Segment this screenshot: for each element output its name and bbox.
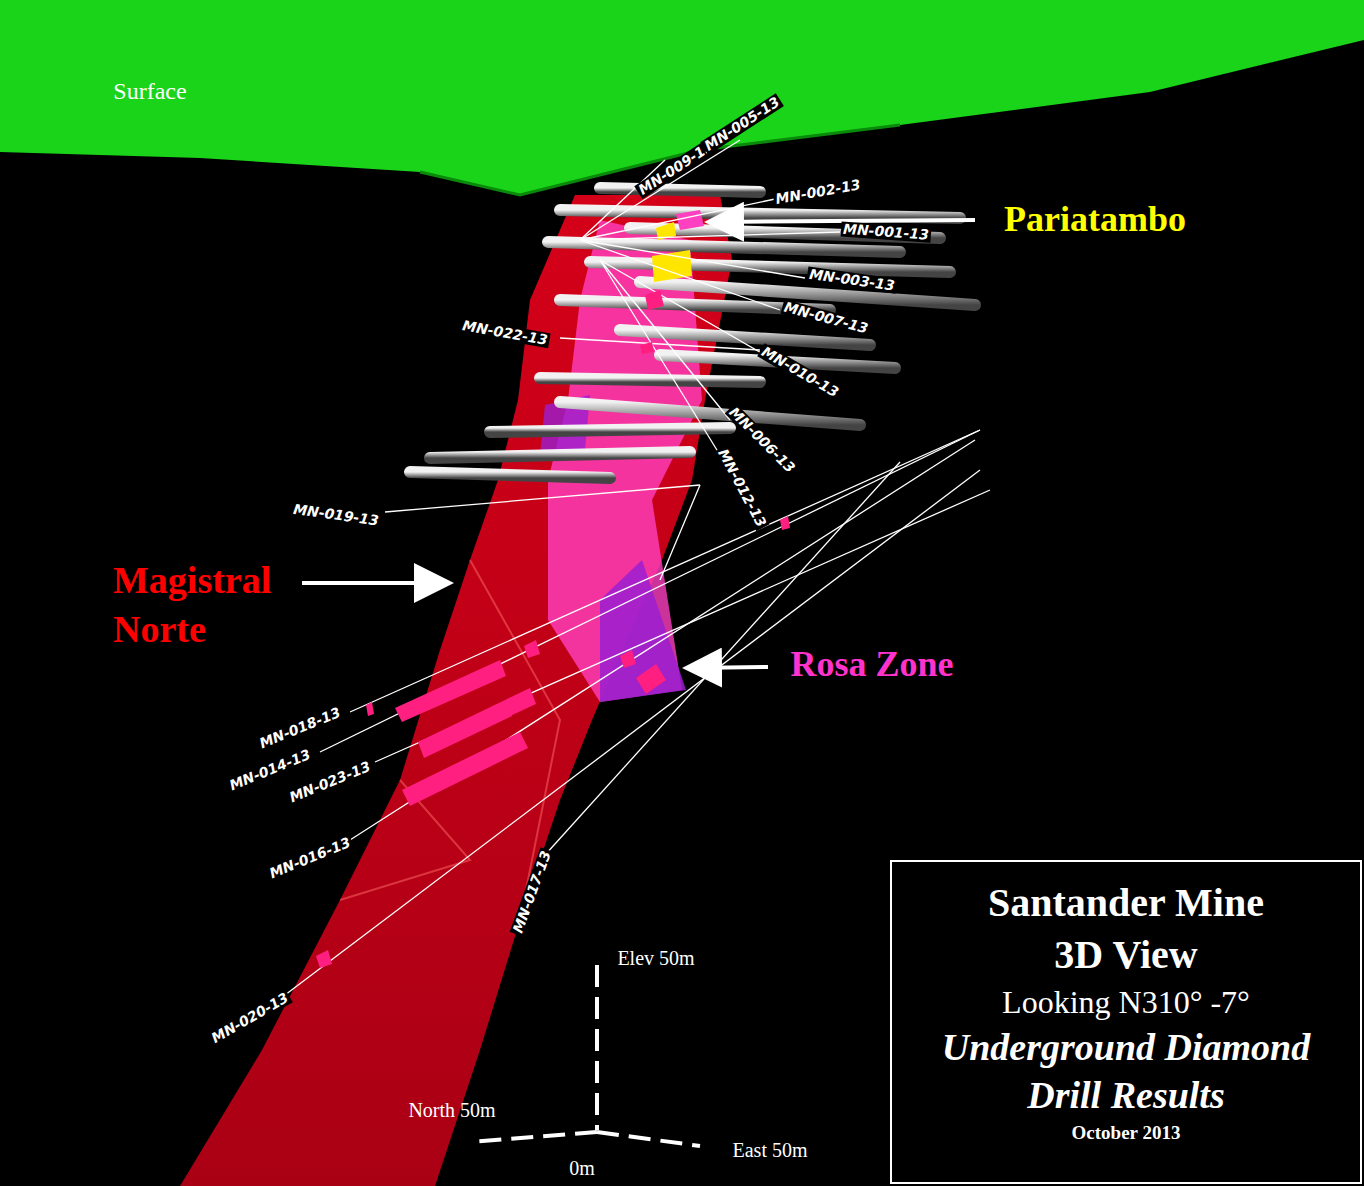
drill-traces [285,140,990,995]
pariatambo-zone [652,222,692,282]
scale-label: North 50m [408,1100,495,1121]
magistral-arrow [302,581,446,585]
drill-hole-id: MN-012-13 [714,445,769,531]
drill-intercepts [316,290,790,968]
drill-hole-id: MN-010-13 [757,343,842,401]
scale-label: East 50m [733,1140,808,1161]
magistral-norte-zone [180,195,732,1186]
drill-hole-id: MN-002-13 [772,177,863,207]
zone-facets [340,560,560,920]
mine-name: Santander Mine [904,878,1348,928]
view-direction: Looking N310° -7° [904,982,1348,1022]
pariatambo-intercept [676,210,704,230]
scale-label: 0m [569,1158,595,1179]
zone-name: Rosa Zone [790,646,953,684]
scale-label: Elev 50m [617,948,694,969]
drill-hole-id: MN-019-13 [290,501,381,528]
scale-axes [470,965,700,1146]
title-box: Santander Mine3D ViewLooking N310° -7°Un… [890,860,1362,1184]
date-text: October 2013 [904,1121,1348,1145]
drill-hole-id: MN-018-13 [256,704,345,751]
view-name: 3D View [904,930,1348,980]
zone-name: Magistral Norte [113,556,303,655]
rosa-arrow [690,667,768,668]
results-title: Underground Diamond Drill Results [904,1024,1348,1119]
surface-label: Surface [113,79,186,104]
drill-hole-id: MN-016-13 [266,834,355,881]
zone-name: Pariatambo [1004,201,1186,239]
underground-workings [410,188,975,490]
